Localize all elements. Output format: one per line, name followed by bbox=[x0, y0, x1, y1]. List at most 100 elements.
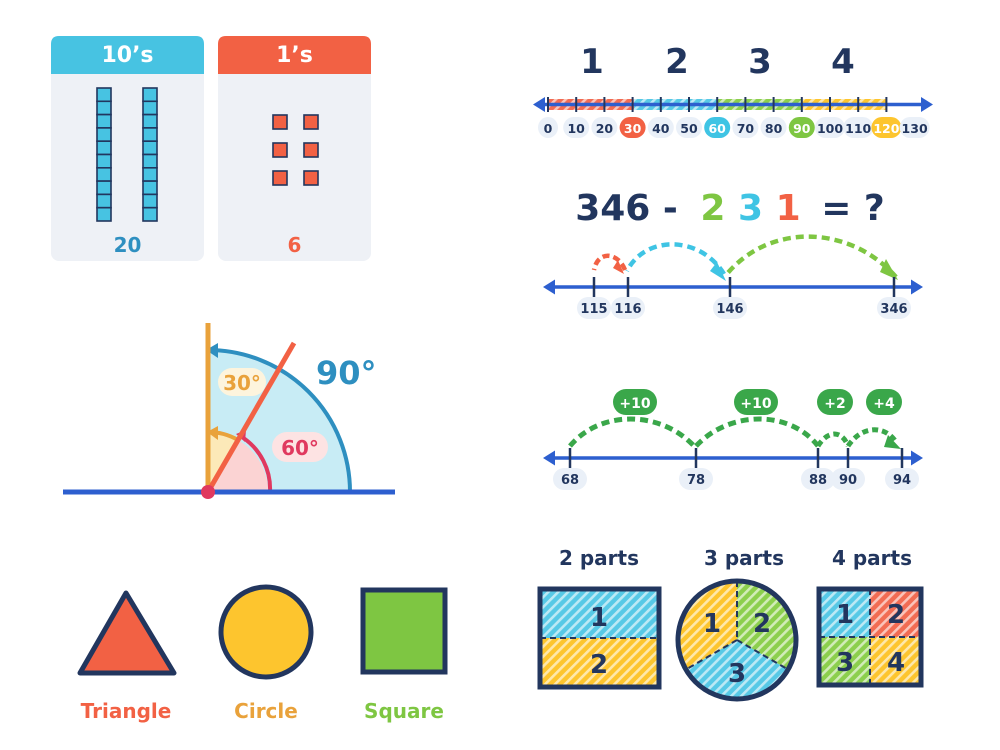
half-label-1: 1 bbox=[590, 603, 608, 633]
jump-tens-arrow bbox=[710, 262, 726, 281]
three-parts-title: 3 parts bbox=[704, 546, 784, 570]
tens-rod-cube bbox=[142, 180, 158, 196]
jump-tens bbox=[624, 242, 726, 276]
jump-pill bbox=[734, 389, 778, 415]
group-label-1: 1 bbox=[580, 42, 604, 82]
jump-pill-label: +2 bbox=[824, 396, 845, 412]
subtraction-tick-pill bbox=[577, 297, 611, 319]
skip-tick-label: 50 bbox=[680, 121, 698, 136]
subtraction-tick-label: 115 bbox=[580, 302, 607, 317]
skip-tick-label: 120 bbox=[873, 121, 899, 136]
skip-tick-pill bbox=[899, 117, 930, 138]
skip-tick-label: 70 bbox=[737, 121, 755, 136]
quarter-4 bbox=[870, 637, 921, 685]
eq-tens: 3 bbox=[738, 188, 763, 229]
addition-tick-label: 88 bbox=[809, 473, 827, 488]
left-arrow-head bbox=[543, 279, 555, 295]
ones-panel bbox=[218, 36, 371, 261]
tens-rod-cube bbox=[96, 206, 112, 222]
basic-shapes: Triangle Circle Square bbox=[77, 584, 448, 723]
addition-tick-pill bbox=[553, 468, 587, 490]
skip-tick-label: 10 bbox=[567, 121, 585, 136]
tens-rod-cube bbox=[96, 87, 112, 103]
ones-cube bbox=[303, 170, 319, 186]
ones-cubes bbox=[272, 114, 319, 186]
ones-header: 1’s bbox=[276, 43, 313, 68]
left-arrow-head bbox=[543, 450, 555, 466]
eq-hundreds: 2 bbox=[700, 188, 725, 229]
skip-tick-pill bbox=[815, 117, 845, 138]
tens-rod-cube bbox=[96, 113, 112, 129]
tens-rod-cube bbox=[142, 87, 158, 103]
jump-2 bbox=[694, 416, 820, 448]
tens-rod-cube bbox=[96, 140, 112, 156]
right-arrow-head bbox=[911, 279, 923, 295]
skip-tick-highlight bbox=[871, 117, 902, 138]
quarter-3 bbox=[819, 637, 870, 685]
skip-tick-highlight bbox=[788, 117, 815, 138]
group-label-3: 3 bbox=[748, 42, 772, 82]
subtraction-tick-pill bbox=[877, 297, 911, 319]
circle-icon bbox=[218, 584, 314, 680]
ones-cube bbox=[272, 170, 288, 186]
skip-tick-pill bbox=[647, 117, 674, 138]
quarter-label-2: 2 bbox=[887, 600, 905, 630]
jump-labels: +10+10+2+4 bbox=[613, 389, 902, 415]
jump-pill bbox=[613, 389, 657, 415]
half-label-2: 2 bbox=[590, 650, 608, 680]
tens-rod-cube bbox=[142, 153, 158, 169]
jump-hundreds bbox=[724, 234, 898, 279]
jump-4 bbox=[845, 427, 899, 448]
four-parts-title: 4 parts bbox=[832, 546, 912, 570]
subtraction-tick-label: 346 bbox=[880, 302, 907, 317]
tens-rod-cube bbox=[142, 100, 158, 116]
tens-rod-cube bbox=[142, 206, 158, 222]
third-label-1: 1 bbox=[703, 609, 721, 639]
tens-rod-cube bbox=[142, 113, 158, 129]
jump-pill-label: +10 bbox=[740, 396, 771, 412]
tens-header: 10’s bbox=[101, 43, 153, 68]
subtraction-tick-pill bbox=[713, 297, 747, 319]
skip-tick-highlight bbox=[619, 117, 646, 138]
ones-value: 6 bbox=[288, 233, 302, 257]
triangle-label: Triangle bbox=[81, 699, 172, 723]
addition-tick-pill bbox=[831, 468, 865, 490]
tens-rods bbox=[96, 87, 158, 222]
tens-rod-cube bbox=[96, 153, 112, 169]
angle-60-pill bbox=[272, 432, 328, 462]
ones-header-bar bbox=[218, 36, 371, 74]
angle-60-label: 60° bbox=[281, 436, 319, 460]
circle-label: Circle bbox=[234, 699, 298, 723]
skip-tick-pill bbox=[843, 117, 874, 138]
square-icon bbox=[360, 587, 448, 675]
tens-rod-cube bbox=[96, 193, 112, 209]
tens-value: 20 bbox=[114, 233, 142, 257]
skip-tick-label: 130 bbox=[902, 121, 928, 136]
jump-ones bbox=[591, 253, 628, 272]
angle-30-pill bbox=[218, 368, 266, 396]
group-label-4: 4 bbox=[831, 42, 855, 82]
skip-tick-pill bbox=[563, 117, 590, 138]
tens-rod-cube bbox=[96, 100, 112, 116]
tens-rod-cube bbox=[96, 180, 112, 196]
eq-minuend: 346 - bbox=[575, 188, 678, 229]
skip-tick-label: 0 bbox=[544, 121, 553, 136]
quarter-1 bbox=[819, 589, 870, 637]
addition-tick-pill bbox=[801, 468, 835, 490]
quarter-dividers bbox=[819, 589, 921, 685]
four-parts-outline bbox=[816, 586, 924, 688]
quarter-label-3: 3 bbox=[836, 648, 854, 678]
jump-pill bbox=[817, 389, 853, 415]
jump-pill-label: +10 bbox=[619, 396, 650, 412]
jump-arrow-head bbox=[884, 435, 901, 449]
triangle-icon bbox=[77, 590, 177, 676]
skip-tick-pill bbox=[760, 117, 787, 138]
subtraction-equation: 346 - 2 3 1 = ? bbox=[575, 188, 885, 229]
third-label-2: 2 bbox=[753, 609, 771, 639]
angle-30-label: 30° bbox=[223, 371, 261, 395]
quarter-label-4: 4 bbox=[887, 648, 905, 678]
